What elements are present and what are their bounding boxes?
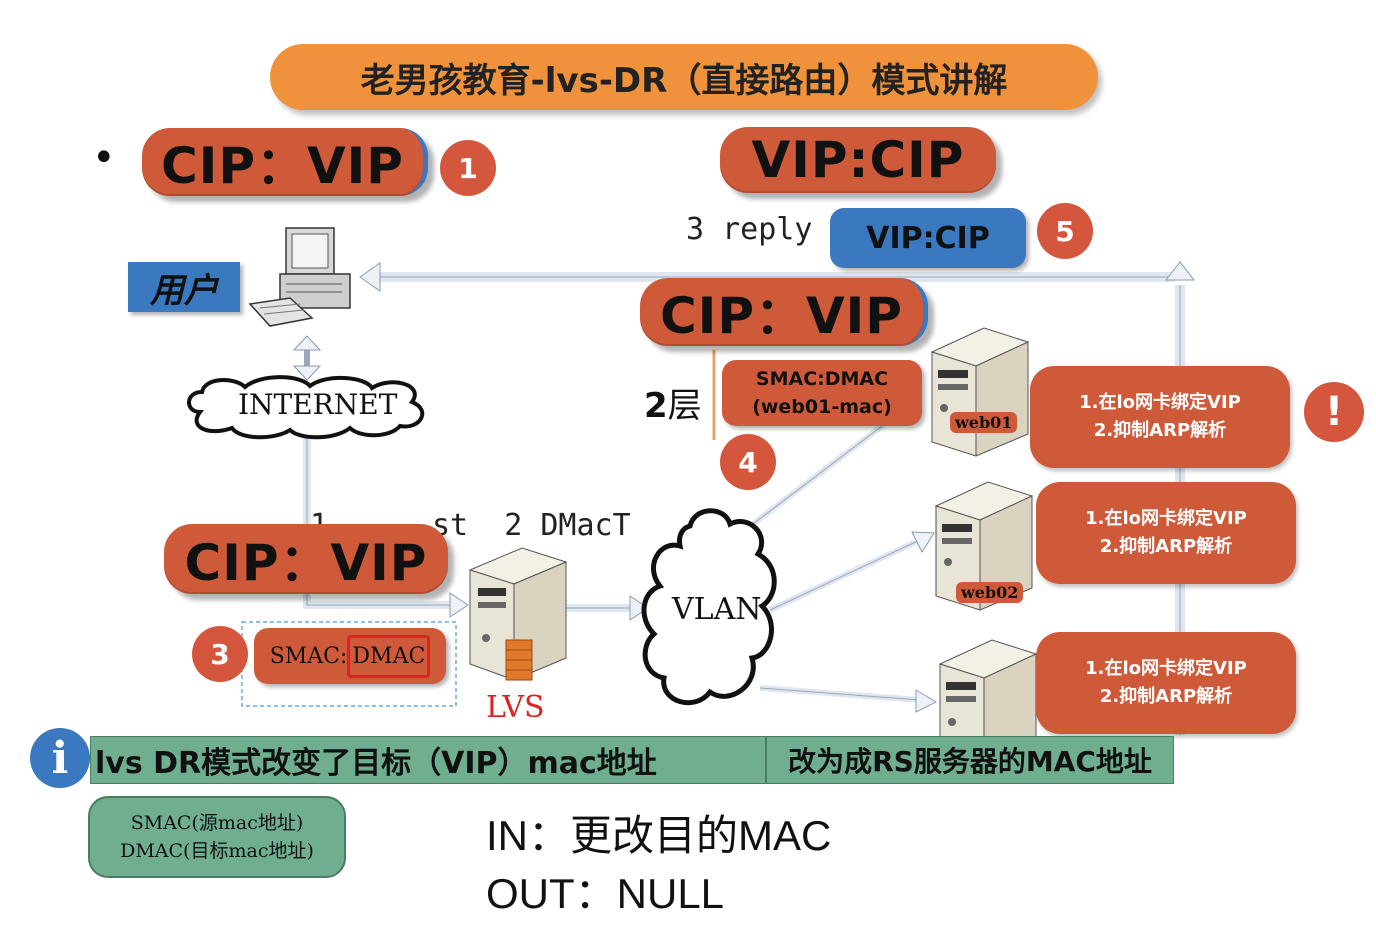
step-1-badge: 1 xyxy=(440,140,496,196)
vlan-cloud-icon xyxy=(641,508,777,706)
info-bar-right: 改为成RS服务器的MAC地址 xyxy=(766,736,1174,784)
web01-mac-packet: SMAC:DMAC (web01-mac) xyxy=(722,360,922,426)
lvs-mac-packet: SMAC: DMAC xyxy=(254,628,446,684)
vlan-label: VLAN xyxy=(672,592,762,627)
lvs-server-icon xyxy=(468,547,568,681)
title-text: 老男孩教育-lvs-DR（直接路由）模式讲解 xyxy=(360,60,1008,101)
internet-label: INTERNET xyxy=(238,388,398,421)
bullet: • xyxy=(92,135,116,181)
reply-packet-small: VIP:CIP xyxy=(830,208,1026,268)
rs-config-web03: 1.在lo网卡绑定VIP 2.抑制ARP解析 xyxy=(1036,632,1296,734)
dmac-highlight: DMAC xyxy=(347,634,431,678)
rs-config-web01: 1.在lo网卡绑定VIP 2.抑制ARP解析 xyxy=(1030,366,1290,468)
lvs-label: LVS xyxy=(486,690,545,725)
step-5-badge: 5 xyxy=(1037,203,1093,259)
info-bar-left: lvs DR模式改变了目标（VIP）mac地址 xyxy=(90,736,766,784)
user-label: 用户 xyxy=(128,262,240,312)
warning-icon: ! xyxy=(1304,382,1364,442)
packet-cip-vip-lvs: CIP：VIP xyxy=(164,524,448,594)
note-out: OUT：NULL xyxy=(486,870,725,917)
info-icon: i xyxy=(30,728,90,788)
web01-server-icon xyxy=(930,327,1030,457)
internet-cloud-icon xyxy=(187,375,425,440)
packet-cip-vip-request: CIP：VIP xyxy=(142,128,428,196)
layer-2-label: 2层 xyxy=(644,386,702,426)
diagram-title: 老男孩教育-lvs-DR（直接路由）模式讲解 xyxy=(270,44,1098,110)
step-3-badge: 3 xyxy=(192,626,248,682)
web03-server-icon xyxy=(938,639,1038,740)
packet-vip-cip-reply: VIP:CIP xyxy=(720,127,996,193)
step-4-badge: 4 xyxy=(720,434,776,490)
user-computer-icon xyxy=(248,227,351,327)
packet-cip-vip-rs: CIP：VIP xyxy=(640,278,928,346)
note-in: IN：更改目的MAC xyxy=(486,812,832,859)
web01-label: web01 xyxy=(950,412,1018,433)
mac-legend: SMAC(源mac地址) DMAC(目标mac地址) xyxy=(88,796,346,878)
web02-label: web02 xyxy=(956,582,1024,603)
rs-config-web02: 1.在lo网卡绑定VIP 2.抑制ARP解析 xyxy=(1036,482,1296,584)
reply-arrowhead xyxy=(359,262,381,292)
reply-label: 3 reply xyxy=(686,212,813,247)
request-label-partial-right: st 2 DMacT xyxy=(432,508,631,543)
